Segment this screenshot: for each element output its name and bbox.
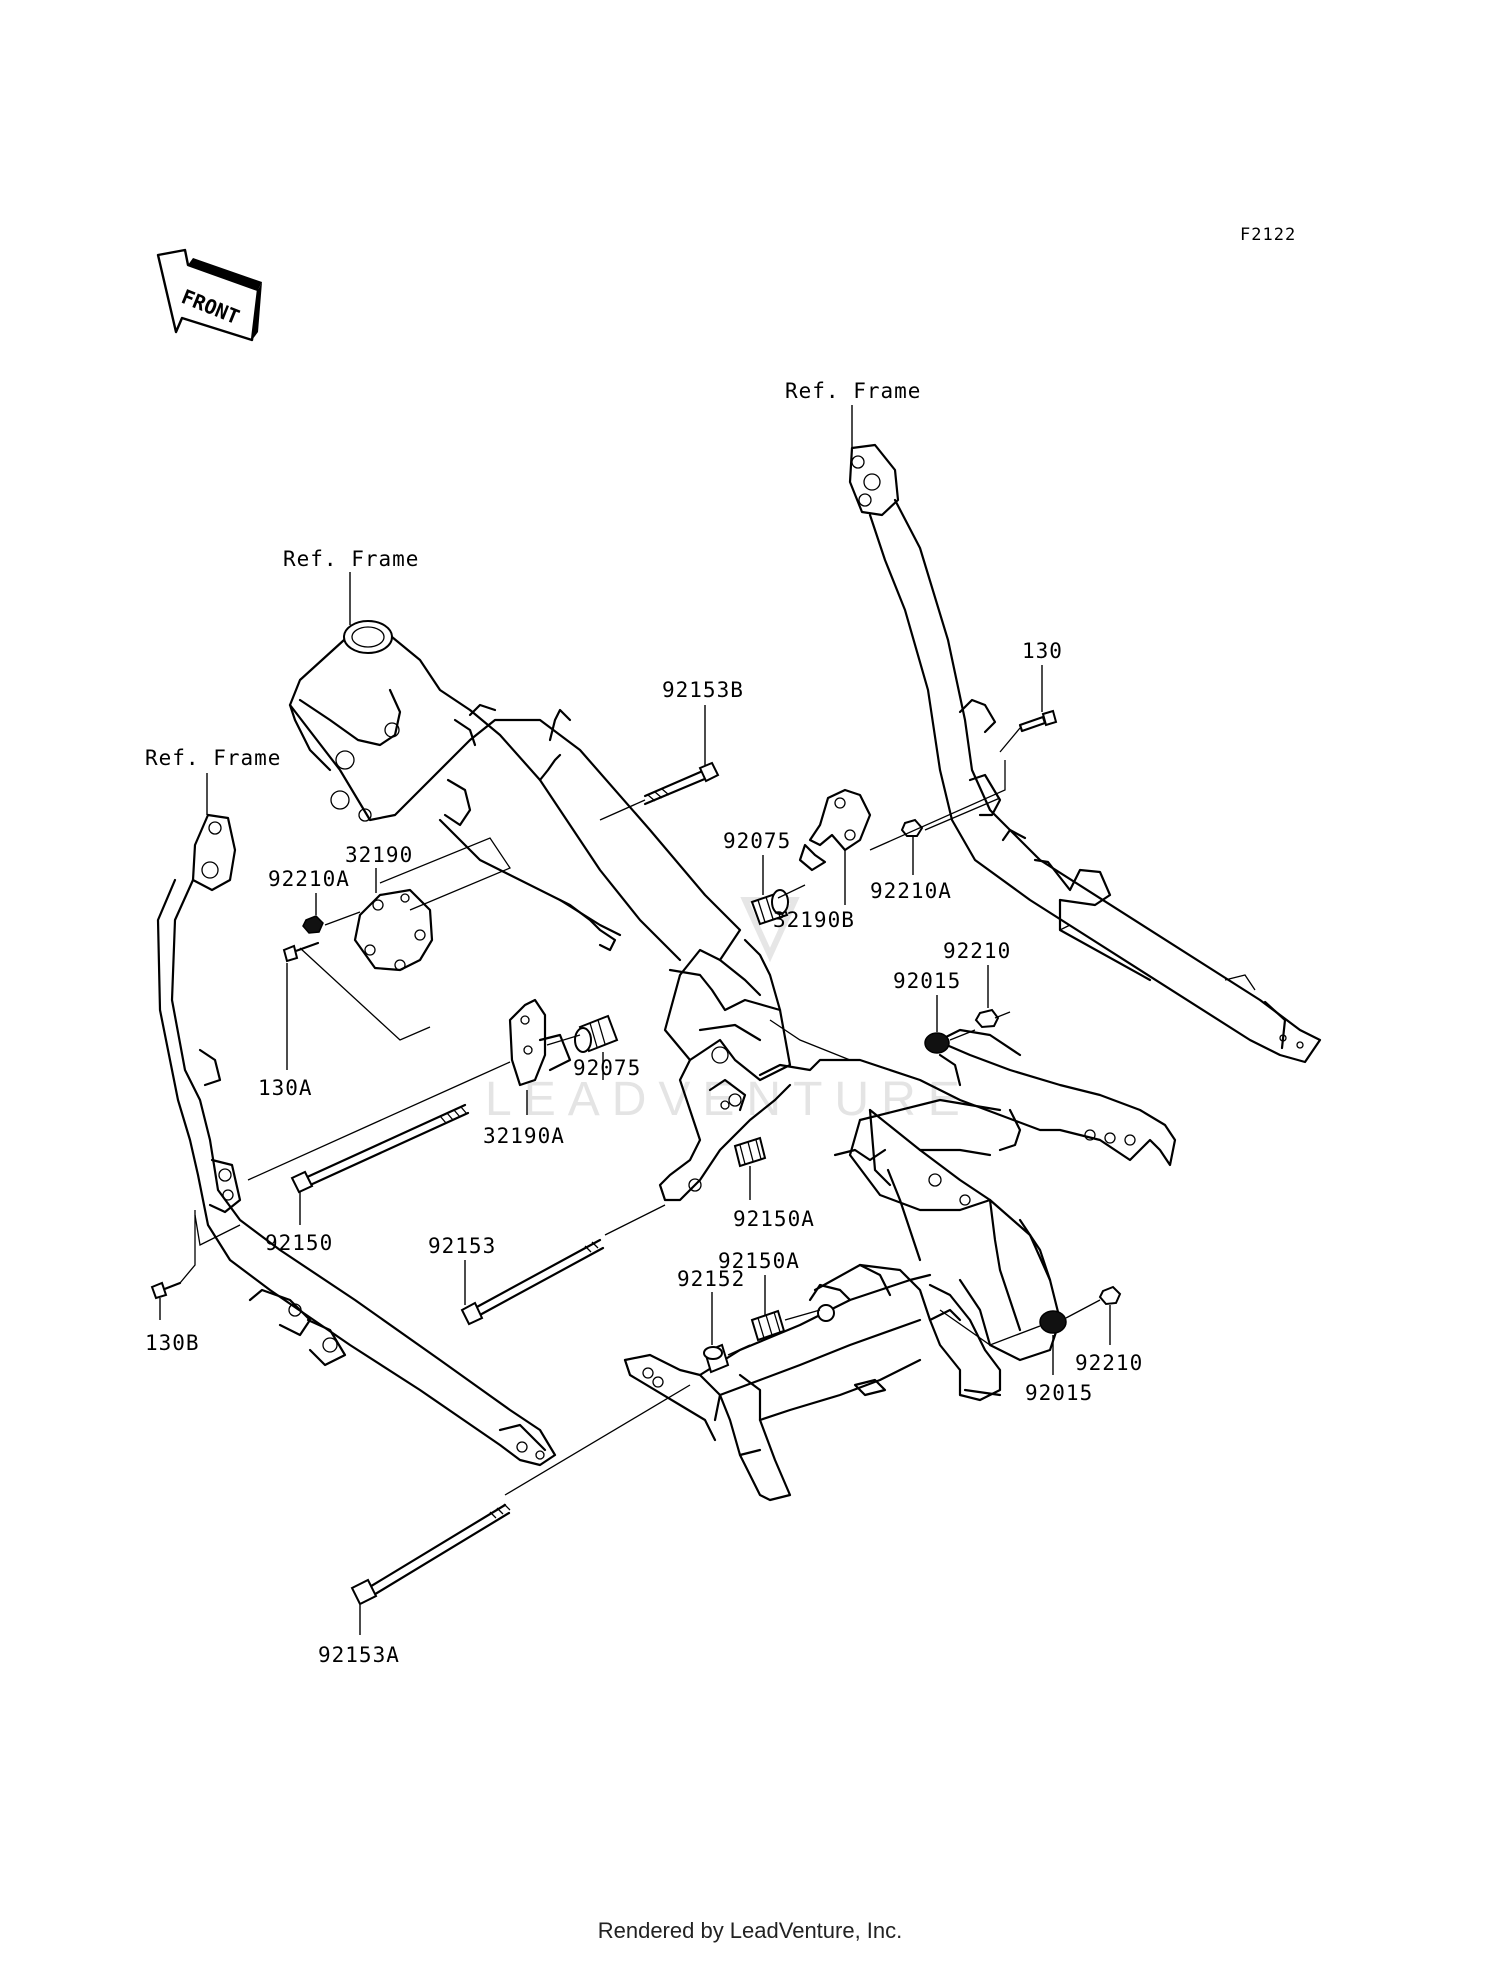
- part-label-92210-upper: 92210: [943, 939, 1011, 963]
- center-main-frame: [288, 620, 1177, 1362]
- bolt-130: [1018, 709, 1058, 733]
- washer-92015-upper: [924, 1032, 950, 1054]
- part-label-92152: 92152: [677, 1267, 745, 1291]
- bracket-32190B: [798, 788, 872, 872]
- part-label-92210-lower: 92210: [1075, 1351, 1143, 1375]
- collar-92152: [703, 1343, 730, 1374]
- left-front-frame-rail: [156, 813, 557, 1467]
- ref-frame-label-left: Ref. Frame: [145, 746, 281, 770]
- part-label-92150A-low: 92150A: [718, 1249, 800, 1273]
- nut-92210A-right: [900, 818, 924, 837]
- part-label-92153: 92153: [428, 1234, 496, 1258]
- part-label-130B: 130B: [145, 1331, 200, 1355]
- spacer-92150A-mid: [733, 1136, 767, 1168]
- part-label-32190B: 32190B: [773, 908, 855, 932]
- leader-lines: [159, 405, 1111, 1635]
- bolt-130A: [282, 941, 320, 963]
- bolt-92153B: [643, 761, 720, 806]
- spacer-92150A-low: [750, 1309, 786, 1342]
- washer-92015-lower: [1039, 1310, 1067, 1334]
- part-label-92015-lower: 92015: [1025, 1381, 1093, 1405]
- footer-credit: Rendered by LeadVenture, Inc.: [597, 1918, 903, 1943]
- bracket-32190: [353, 888, 434, 972]
- bolt-92150: [290, 1103, 470, 1194]
- nut-92210A-left: [302, 915, 324, 934]
- front-arrow-icon: FRONT: [156, 248, 262, 342]
- bolt-92153A: [350, 1503, 511, 1606]
- part-label-92075-top: 92075: [723, 829, 791, 853]
- figure-code: F2122: [1240, 225, 1296, 245]
- part-label-32190: 32190: [345, 843, 413, 867]
- part-label-130A: 130A: [258, 1076, 313, 1100]
- part-label-92150: 92150: [265, 1231, 333, 1255]
- part-label-92015-upper: 92015: [893, 969, 961, 993]
- bolt-92153: [460, 1238, 605, 1326]
- right-rear-frame-rail: [848, 443, 1322, 1064]
- part-label-32190A: 32190A: [483, 1124, 565, 1148]
- part-label-92153B: 92153B: [662, 678, 744, 702]
- lower-rear-frame: [623, 1098, 1052, 1502]
- part-label-92150A-mid: 92150A: [733, 1207, 815, 1231]
- ref-frame-label-top: Ref. Frame: [785, 379, 921, 403]
- ref-frame-label-center: Ref. Frame: [283, 547, 419, 571]
- part-label-92075-mid: 92075: [573, 1056, 641, 1080]
- bolt-130B: [150, 1281, 182, 1300]
- watermark: LEADVENTURE: [485, 897, 960, 1126]
- part-label-92153A: 92153A: [318, 1643, 400, 1667]
- part-labels: 92153B 130 92075 92210A 32190B 92210 920…: [145, 639, 1143, 1667]
- sleeve-92075-top: [750, 889, 789, 926]
- part-label-130: 130: [1022, 639, 1063, 663]
- nut-92210-upper: [974, 1008, 1000, 1029]
- bracket-32190A: [508, 998, 572, 1087]
- part-label-92210A-left: 92210A: [268, 867, 350, 891]
- nut-92210-lower: [1098, 1285, 1122, 1306]
- part-label-92210A-right: 92210A: [870, 879, 952, 903]
- sleeve-92075-mid: [574, 1014, 619, 1053]
